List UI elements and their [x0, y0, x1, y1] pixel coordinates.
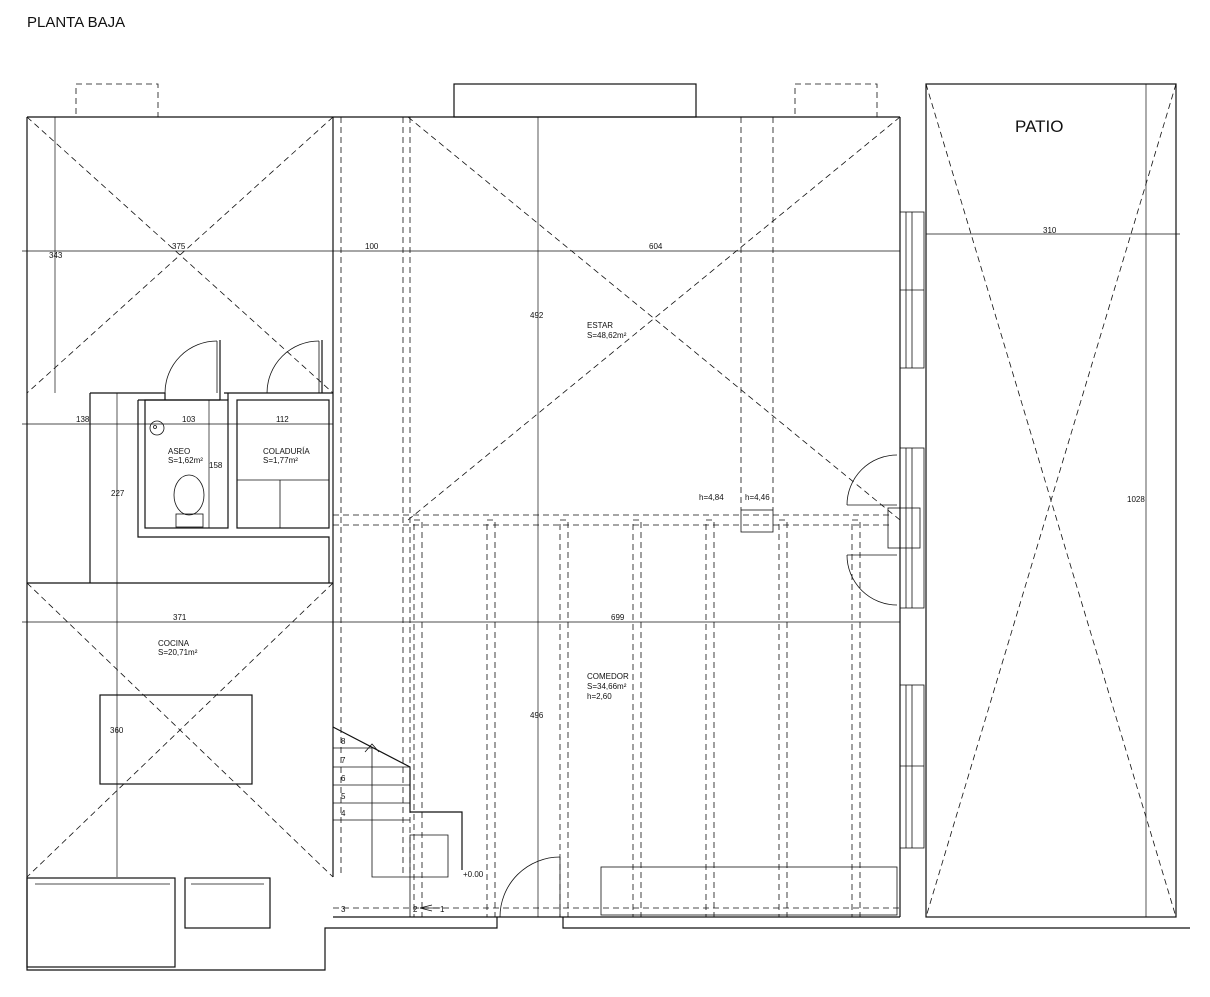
windows — [887, 211, 925, 849]
estar-area: S=48,62m² — [587, 331, 627, 340]
step-number: 6 — [341, 774, 346, 783]
interior-walls — [27, 117, 334, 877]
dimension-labels: 343 375 100 604 310 492 138 103 112 158 … — [49, 226, 1145, 735]
coladuria-name: COLADURÍA — [263, 447, 310, 456]
stair-step-numbers: 8 7 6 5 4 3 2 1 — [341, 737, 445, 914]
dim-343: 343 — [49, 251, 63, 260]
step-number: 5 — [341, 792, 346, 801]
kitchen-island — [99, 694, 253, 785]
patio — [925, 83, 1177, 918]
room-labels: ASEO S=1,62m² COLADURÍA S=1,77m² ESTAR S… — [158, 117, 1064, 879]
level-label: +0.00 — [463, 870, 484, 879]
toilet-icon — [173, 474, 205, 516]
dim-310: 310 — [1043, 226, 1057, 235]
estar-name: ESTAR — [587, 321, 613, 330]
dim-492: 492 — [530, 311, 544, 320]
coladuria-area: S=1,77m² — [263, 456, 298, 465]
step-number: 1 — [440, 905, 445, 914]
dim-496: 496 — [530, 711, 544, 720]
dim-371: 371 — [173, 613, 187, 622]
fixtures — [99, 420, 898, 916]
dim-100: 100 — [365, 242, 379, 251]
sideboard — [600, 866, 898, 916]
comedor-height: h=2,60 — [587, 692, 612, 701]
dim-375: 375 — [172, 242, 186, 251]
height-446: h=4,46 — [745, 493, 770, 502]
dim-227: 227 — [111, 489, 125, 498]
dim-1028: 1028 — [1127, 495, 1145, 504]
step-number: 2 — [413, 905, 418, 914]
plan-title: PLANTA BAJA — [27, 14, 125, 31]
dim-699: 699 — [611, 613, 625, 622]
dim-360: 360 — [110, 726, 124, 735]
step-number: 7 — [341, 756, 346, 765]
dim-158: 158 — [209, 461, 223, 470]
comedor-name: COMEDOR — [587, 672, 629, 681]
sink-icon — [149, 420, 165, 436]
step-number: 3 — [341, 905, 346, 914]
dashed-structure — [26, 116, 901, 918]
cocina-name: COCINA — [158, 639, 190, 648]
aseo-name: ASEO — [168, 447, 190, 456]
dim-103: 103 — [182, 415, 196, 424]
dim-138: 138 — [76, 415, 90, 424]
cocina-area: S=20,71m² — [158, 648, 198, 657]
stairs — [332, 726, 463, 917]
height-484: h=4,84 — [699, 493, 724, 502]
step-number: 8 — [341, 737, 346, 746]
dim-604: 604 — [649, 242, 663, 251]
patio-label: PATIO — [1015, 117, 1064, 136]
comedor-area: S=34,66m² — [587, 682, 627, 691]
dimension-lines — [22, 84, 1180, 917]
aseo-area: S=1,62m² — [168, 456, 203, 465]
dim-112: 112 — [276, 415, 289, 424]
step-number: 4 — [341, 809, 346, 818]
